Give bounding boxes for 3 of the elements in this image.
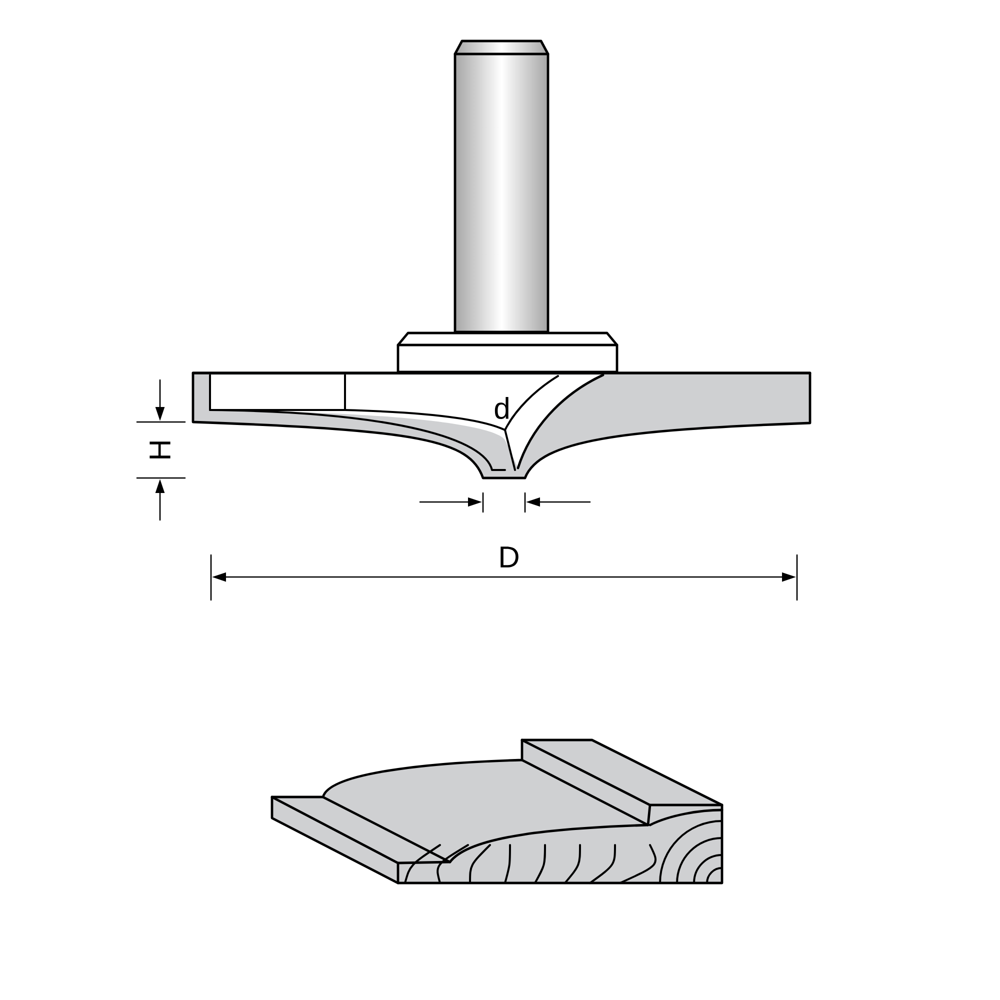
dimension-label: d [494, 397, 508, 420]
dimension-label: H [150, 442, 170, 458]
dimension-label: D [500, 546, 518, 568]
